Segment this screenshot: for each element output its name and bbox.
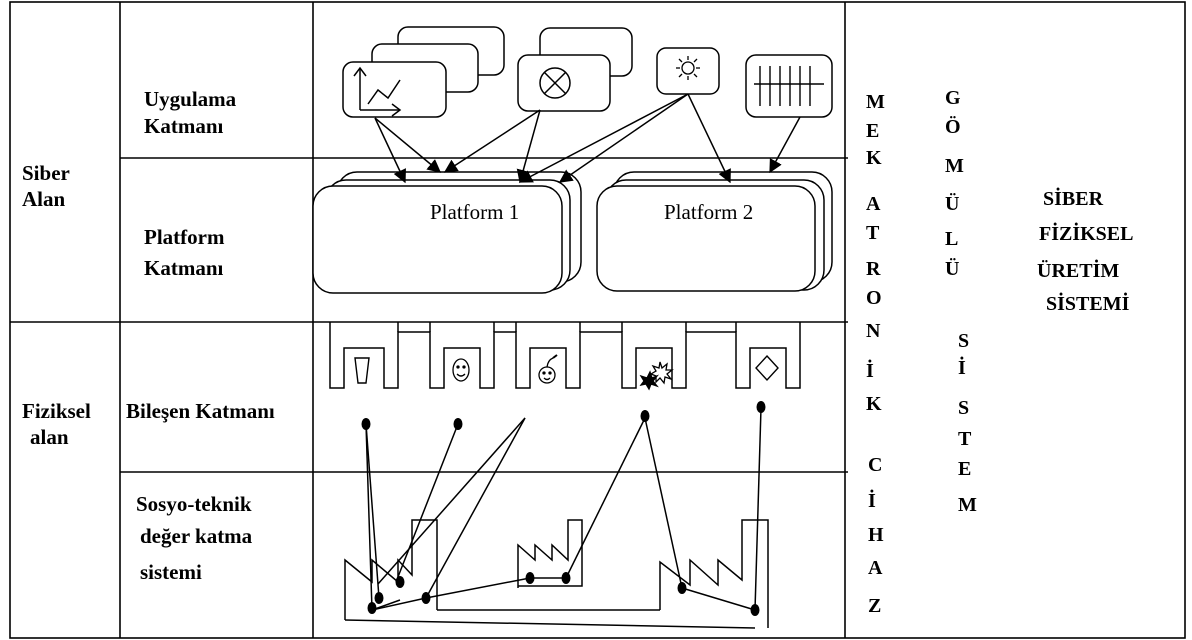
- vchar: K: [866, 393, 882, 415]
- bar-grid-icon: [754, 66, 824, 106]
- factory-2: [517, 519, 583, 588]
- circle-cross-icon: [539, 67, 571, 99]
- layer-application-line1: Uygulama: [144, 87, 237, 111]
- vchar: İ: [868, 488, 876, 512]
- line-chart-icon: [353, 66, 402, 117]
- factory-1: [344, 519, 438, 620]
- layer-sociotechnical-line3: sistemi: [140, 560, 202, 584]
- vertical-device: C İ H A Z: [868, 454, 884, 617]
- rail-connectors: [397, 322, 737, 332]
- explosion-icon: [639, 361, 674, 391]
- vchar: T: [958, 428, 972, 450]
- vchar: A: [868, 557, 883, 579]
- app-window-grid: [745, 54, 833, 118]
- vertical-mechatronic: M E K A T R O N İ K: [866, 91, 885, 415]
- vchar: İ: [866, 358, 874, 382]
- vertical-system: S İ S T E M: [958, 330, 977, 516]
- vchar: M: [945, 155, 964, 177]
- layer-platform-line2: Katmanı: [144, 256, 224, 280]
- platform-1-stack: [312, 171, 582, 294]
- vchar: N: [866, 320, 881, 342]
- app-window-stack-cross: [517, 27, 633, 112]
- network-lines: [344, 407, 762, 629]
- vchar: A: [866, 193, 881, 215]
- vchar: S: [958, 330, 969, 352]
- layer-component: Bileşen Katmanı: [126, 399, 275, 423]
- vchar: O: [866, 287, 882, 309]
- platform-1-label: Platform 1: [430, 200, 519, 224]
- vchar: G: [945, 87, 961, 109]
- layer-sociotechnical-line1: Sosyo-teknik: [136, 492, 252, 516]
- platform-2-label: Platform 2: [664, 200, 753, 224]
- zone-cyber-line2: Alan: [22, 187, 66, 211]
- vchar: R: [866, 258, 881, 280]
- vchar: C: [868, 454, 882, 476]
- vchar: H: [868, 524, 884, 546]
- vchar: M: [958, 494, 977, 516]
- layer-application-line2: Katmanı: [144, 114, 224, 138]
- vchar: Ü: [945, 192, 959, 215]
- vchar: L: [945, 228, 958, 250]
- cup-icon: [354, 357, 370, 384]
- layer-platform-line1: Platform: [144, 225, 225, 249]
- component-rail: [329, 322, 801, 389]
- vchar: İ: [958, 355, 966, 379]
- vchar: Ü: [945, 257, 959, 280]
- sun-icon: [676, 56, 700, 80]
- system-title-line4: SİSTEMİ: [1046, 291, 1130, 315]
- app-window-sun: [656, 47, 720, 95]
- vchar: E: [866, 120, 879, 142]
- app-window-stack-chart: [342, 26, 505, 118]
- factory-3: [659, 519, 769, 628]
- zone-physical-line2: alan: [30, 425, 69, 449]
- network-nodes: [361, 401, 766, 616]
- vchar: Ö: [945, 115, 961, 138]
- vchar: Z: [868, 595, 881, 617]
- layer-sociotechnical-line2: değer katma: [140, 524, 253, 548]
- diamond-icon: [755, 354, 779, 382]
- vchar: M: [866, 91, 885, 113]
- table-frame: [9, 1, 1186, 639]
- vchar: K: [866, 147, 882, 169]
- system-title-line3: ÜRETİM: [1037, 258, 1119, 282]
- zone-physical-line1: Fiziksel: [22, 399, 91, 423]
- app-platform-arrows: [374, 93, 801, 184]
- vchar: T: [866, 222, 880, 244]
- platform-2-stack: [596, 171, 833, 292]
- zone-cyber-line1: Siber: [22, 161, 70, 185]
- system-title-line2: FİZİKSEL: [1039, 221, 1133, 245]
- smiley-icon: [452, 358, 470, 382]
- vertical-embedded: G Ö M Ü L Ü: [945, 87, 964, 280]
- vchar: S: [958, 397, 969, 419]
- vchar: E: [958, 458, 971, 480]
- system-title-line1: SİBER: [1043, 186, 1104, 210]
- bomb-face-icon: [538, 354, 558, 384]
